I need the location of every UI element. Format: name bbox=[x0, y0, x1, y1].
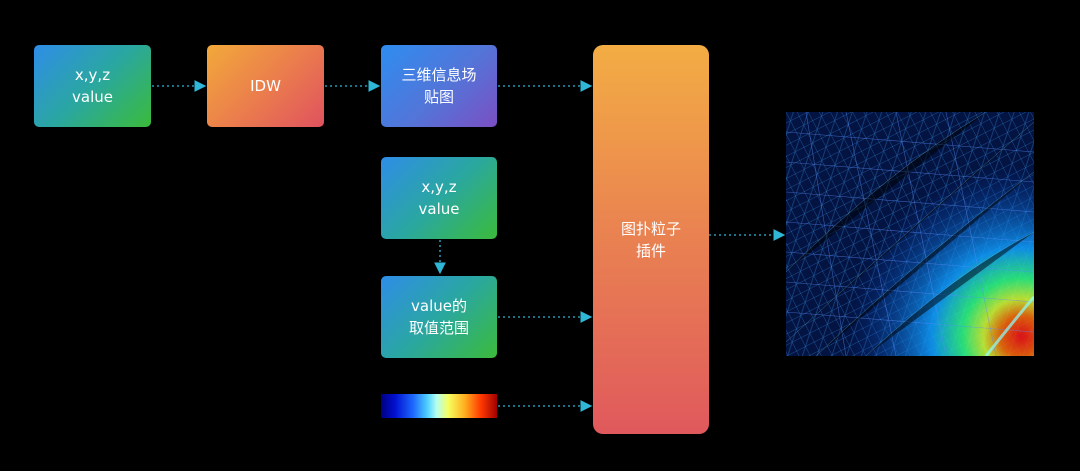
idw-node: IDW bbox=[207, 45, 324, 127]
particle-field-image bbox=[786, 112, 1034, 356]
value-range-node: value的 取值范围 bbox=[381, 276, 497, 358]
input-xyz-value-node: x,y,z value bbox=[34, 45, 151, 127]
input-xyz-value-node-2: x,y,z value bbox=[381, 157, 497, 239]
particle-field-render bbox=[786, 112, 1034, 356]
texture-node: 三维信息场 贴图 bbox=[381, 45, 497, 127]
color-gradient-legend bbox=[381, 394, 497, 418]
particle-plugin-node: 图扑粒子 插件 bbox=[593, 45, 709, 434]
